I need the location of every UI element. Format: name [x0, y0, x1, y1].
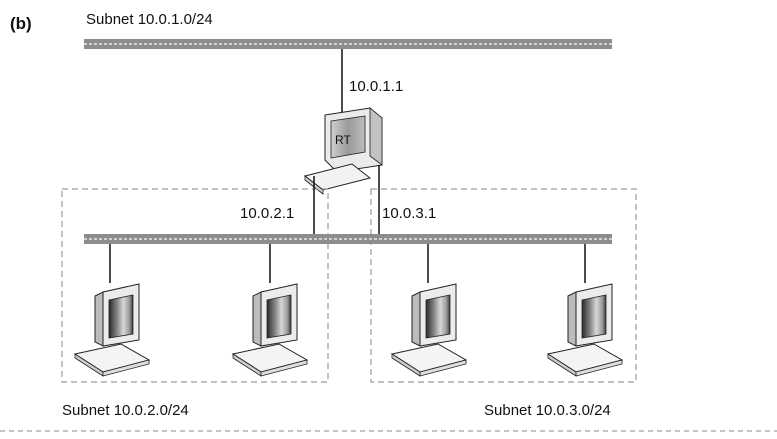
panel-label: (b): [10, 14, 32, 33]
workstation-icon: [547, 283, 623, 377]
router-top-ip: 10.0.1.1: [349, 78, 403, 95]
router-left-ip: 10.0.2.1: [240, 205, 294, 222]
top-subnet-bus: [84, 39, 612, 49]
workstation-icon: [232, 283, 308, 377]
lower-bus: [84, 234, 612, 244]
right-subnet-label: Subnet 10.0.3.0/24: [484, 402, 611, 419]
router-rt: RT: [303, 107, 383, 195]
workstation-icon: [74, 283, 150, 377]
top-subnet-label: Subnet 10.0.1.0/24: [86, 11, 213, 28]
left-subnet-label: Subnet 10.0.2.0/24: [62, 402, 189, 419]
left-subnet-box: [61, 188, 329, 383]
workstation-icon: [391, 283, 467, 377]
right-subnet-box: [370, 188, 637, 383]
router-right-ip: 10.0.3.1: [382, 205, 436, 222]
router-name: RT: [335, 133, 351, 147]
